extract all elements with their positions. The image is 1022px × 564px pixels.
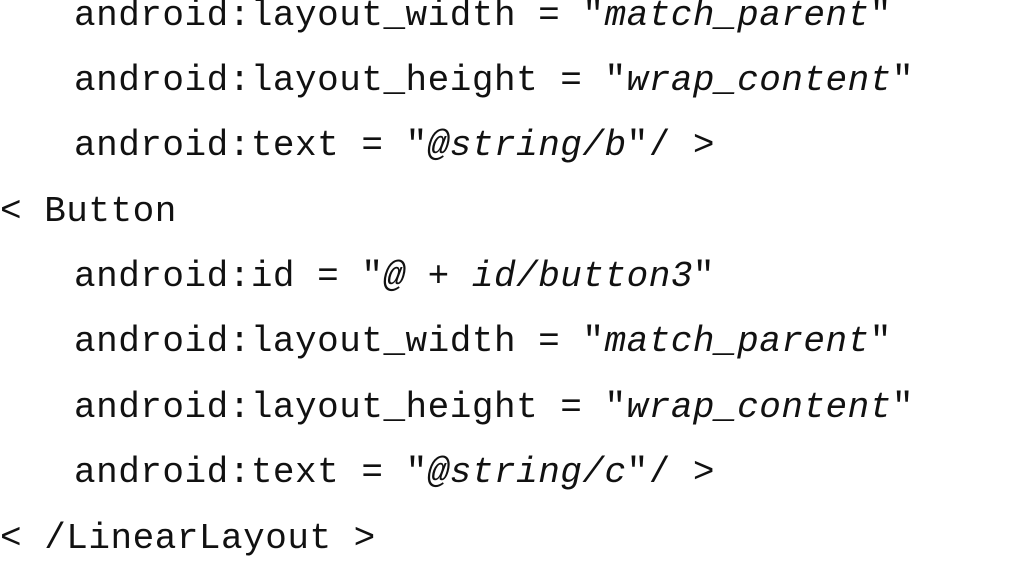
attribute-name: android:layout_height xyxy=(74,60,539,101)
attribute-name: android:text xyxy=(74,452,340,493)
equals-sign: = xyxy=(295,256,362,297)
code-line-linearlayout-close-tag: < /LinearLayout > xyxy=(0,514,376,564)
attribute-value: match_parent xyxy=(604,0,870,36)
attribute-value: @string/b xyxy=(427,125,627,166)
open-quote: " xyxy=(582,321,605,362)
open-quote: " xyxy=(405,452,428,493)
close-quote: " xyxy=(869,0,892,36)
attribute-name: android:text xyxy=(74,125,340,166)
code-line-text: android:text = "@string/b"/ > xyxy=(74,121,715,171)
open-quote: " xyxy=(405,125,428,166)
open-quote: " xyxy=(604,387,627,428)
close-quote: " xyxy=(891,387,914,428)
close-quote: " xyxy=(869,321,892,362)
attribute-name: android:id xyxy=(74,256,296,297)
tag-name: < /LinearLayout > xyxy=(0,518,376,559)
equals-sign: = xyxy=(339,125,406,166)
attribute-name: android:layout_height xyxy=(74,387,539,428)
tag-close: "/ > xyxy=(626,452,716,493)
code-line-text: android:text = "@string/c"/ > xyxy=(74,448,715,498)
attribute-value: @string/c xyxy=(427,452,627,493)
attribute-name: android:layout_width xyxy=(74,0,517,36)
open-quote: " xyxy=(361,256,384,297)
open-quote: " xyxy=(582,0,605,36)
code-line-id: android:id = "@ + id/button3" xyxy=(74,252,715,302)
code-line-layout-height: android:layout_height = "wrap_content" xyxy=(74,56,914,106)
attribute-name: android:layout_width xyxy=(74,321,517,362)
attribute-value: wrap_content xyxy=(626,387,892,428)
close-quote: " xyxy=(692,256,716,297)
equals-sign: = xyxy=(339,452,406,493)
attribute-value: wrap_content xyxy=(626,60,892,101)
code-line-layout-width: android:layout_width = "match_parent" xyxy=(74,317,892,367)
code-line-layout-height: android:layout_height = "wrap_content" xyxy=(74,383,914,433)
equals-sign: = xyxy=(538,387,605,428)
tag-close: "/ > xyxy=(626,125,716,166)
attribute-value: match_parent xyxy=(604,321,870,362)
tag-name: < Button xyxy=(0,191,177,232)
code-line-layout-width: android:layout_width = "match_parent" xyxy=(74,0,892,41)
equals-sign: = xyxy=(538,60,605,101)
code-line-button-open-tag: < Button xyxy=(0,187,177,237)
open-quote: " xyxy=(604,60,627,101)
equals-sign: = xyxy=(516,321,583,362)
equals-sign: = xyxy=(516,0,583,36)
attribute-value: @ + id/button3 xyxy=(383,256,693,297)
close-quote: " xyxy=(891,60,914,101)
